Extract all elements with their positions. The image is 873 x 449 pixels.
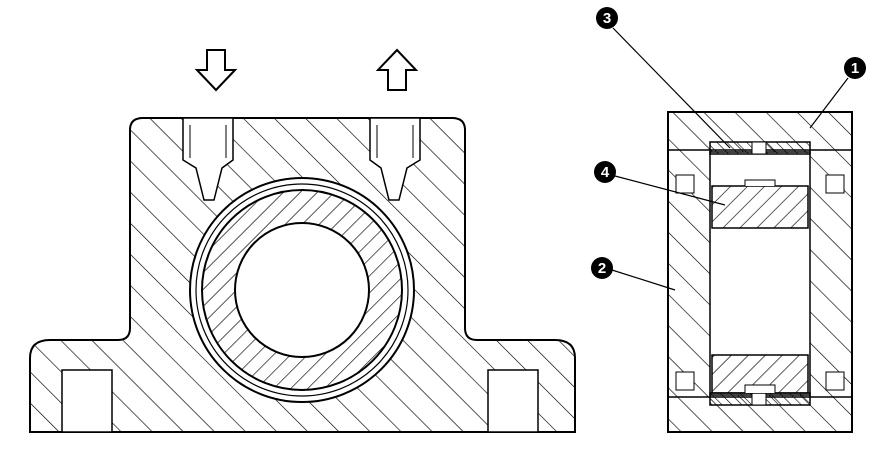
housing-section [29, 117, 576, 433]
svg-text:4: 4 [601, 164, 610, 181]
piston-bottom [711, 354, 809, 394]
up-arrow-icon [375, 48, 419, 91]
down-arrow-icon [194, 49, 238, 92]
callout-2: 2 [591, 257, 676, 291]
svg-text:3: 3 [603, 10, 611, 27]
foot-hole-right [487, 369, 539, 433]
callout-3: 3 [596, 7, 731, 149]
inlet-port [182, 117, 234, 201]
foot-hole-left [61, 369, 113, 433]
callout-1: 1 [809, 57, 866, 129]
piston-top [711, 185, 809, 229]
cylinder-section [667, 111, 853, 433]
callout-4: 4 [594, 161, 726, 206]
svg-text:1: 1 [851, 60, 859, 77]
svg-text:2: 2 [598, 260, 606, 277]
outlet-port [369, 117, 421, 201]
rotor-hole [234, 222, 370, 358]
